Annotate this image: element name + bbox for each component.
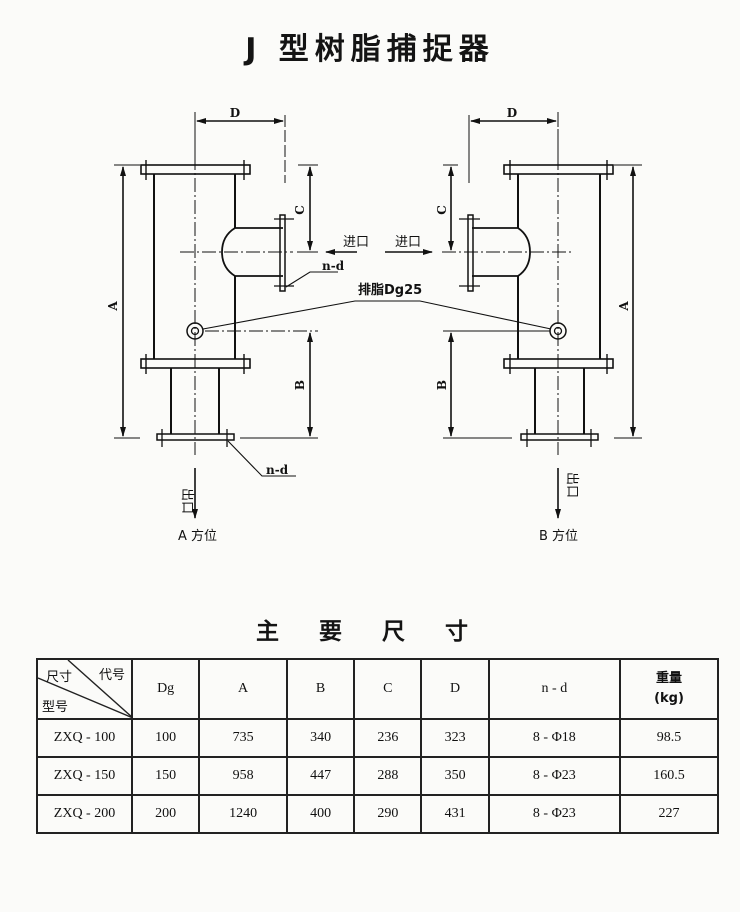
column-header: n - d <box>487 658 622 720</box>
nd-cell: 8 - Φ18 <box>487 718 622 758</box>
a-cell: 958 <box>198 756 288 796</box>
right-view <box>385 112 642 519</box>
right-dim-d-label: D <box>507 106 517 120</box>
corner-header-cell: 尺寸 代号 型号 <box>36 658 133 720</box>
column-header: C <box>353 658 423 720</box>
b-cell: 447 <box>285 756 356 796</box>
weight-column-header: 重量 (kg) <box>619 658 719 720</box>
left-inlet-label: 进口 <box>343 235 369 250</box>
left-mid-flange <box>140 358 251 369</box>
right-view-label: B 方位 <box>539 528 578 544</box>
left-dim-b-label: B <box>293 380 307 390</box>
a-cell: 735 <box>198 718 288 758</box>
c-cell: 288 <box>353 756 423 796</box>
model-cell: ZXQ - 150 <box>36 756 133 796</box>
left-drain-port <box>186 322 204 340</box>
right-dim-c-label: C <box>435 205 449 215</box>
left-dim-a-label: A <box>106 301 120 312</box>
right-inlet-label: 进口 <box>395 235 421 250</box>
drain-leader <box>202 300 552 330</box>
right-dim-a-label: A <box>617 301 631 312</box>
dg-cell: 150 <box>130 756 201 796</box>
weight-cell: 227 <box>619 794 719 834</box>
b-cell: 400 <box>285 794 356 834</box>
right-mid-flange <box>503 358 614 369</box>
left-bottom-flange <box>156 433 235 441</box>
c-cell: 290 <box>353 794 423 834</box>
left-view <box>114 112 357 519</box>
right-bottom-flange <box>520 433 599 441</box>
b-cell: 340 <box>285 718 356 758</box>
nd-cell: 8 - Φ23 <box>487 756 622 796</box>
c-cell: 236 <box>353 718 423 758</box>
weight-cell: 98.5 <box>619 718 719 758</box>
left-side-flange <box>279 214 286 292</box>
corner-size-label: 尺寸 <box>46 670 73 685</box>
corner-diagonal-lines <box>38 660 133 718</box>
d-cell: 350 <box>420 756 490 796</box>
corner-code-label: 代号 <box>98 668 125 683</box>
weight-cell: 160.5 <box>619 756 719 796</box>
left-dim-c-label: C <box>293 205 307 215</box>
left-top-flange <box>140 164 251 175</box>
column-header: A <box>198 658 288 720</box>
left-bottom-nd-label: n-d <box>266 463 289 477</box>
left-dim-d-label: D <box>230 106 240 120</box>
d-cell: 323 <box>420 718 490 758</box>
left-view-label: A 方位 <box>178 528 217 544</box>
nd-cell: 8 - Φ23 <box>487 794 622 834</box>
left-top-nd-label: n-d <box>322 259 345 273</box>
right-side-flange <box>467 214 474 292</box>
table-caption: 主 要 尺 寸 <box>255 619 485 645</box>
right-top-flange <box>503 164 614 175</box>
dg-cell: 200 <box>130 794 201 834</box>
d-cell: 431 <box>420 794 490 834</box>
right-dim-b-label: B <box>435 380 449 390</box>
a-cell: 1240 <box>198 794 288 834</box>
column-header: Dg <box>130 658 201 720</box>
model-cell: ZXQ - 200 <box>36 794 133 834</box>
column-header: D <box>420 658 490 720</box>
page-title: J 型树脂捕捉器 <box>245 32 495 67</box>
left-outlet-label: 出口 <box>179 488 194 514</box>
table-row: ZXQ - 100 100 735 340 236 323 8 - Φ18 98… <box>36 718 719 758</box>
model-cell: ZXQ - 100 <box>36 718 133 758</box>
left-top-nd-leader <box>285 271 338 288</box>
table-row: ZXQ - 200 200 1240 400 290 431 8 - Φ23 2… <box>36 794 719 834</box>
weight-header-line1: 重量 <box>656 671 683 686</box>
dg-cell: 100 <box>130 718 201 758</box>
drain-label: 排脂Dg25 <box>358 282 422 298</box>
table-header-row: 尺寸 代号 型号 Dg A B C D n - d 重量 (kg) <box>36 658 719 720</box>
technical-drawing: D A C B n-d n-d 进口 出口 A 方位 D A C B 进口 出口… <box>106 106 642 544</box>
table-row: ZXQ - 150 150 958 447 288 350 8 - Φ23 16… <box>36 756 719 796</box>
left-side-nozzle <box>221 227 283 277</box>
weight-header-line2: (kg) <box>654 691 684 706</box>
left-bottom-nd-leader <box>227 440 296 477</box>
right-outlet-label: 出口 <box>564 472 579 498</box>
column-header: B <box>285 658 356 720</box>
corner-model-label: 型号 <box>42 700 69 715</box>
dimensions-table: 尺寸 代号 型号 Dg A B C D n - d 重量 (kg) ZXQ - … <box>36 658 719 834</box>
